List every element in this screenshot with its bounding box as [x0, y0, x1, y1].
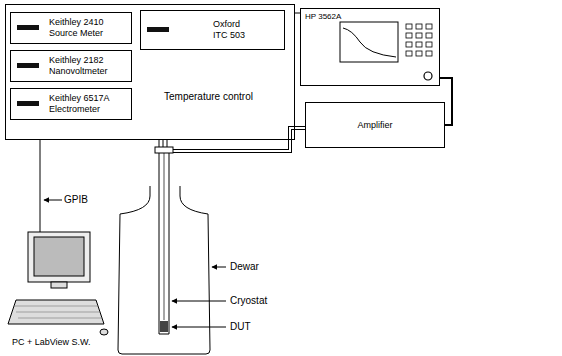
instrument-name: Keithley 2182 Nanovoltmeter [49, 55, 115, 77]
cryostat-cap [155, 147, 173, 153]
display-slot [17, 101, 39, 106]
cryostat-rod [164, 153, 165, 320]
part-label: DUT [230, 321, 251, 332]
cryostat-tube [159, 153, 169, 334]
pc-illustration [8, 232, 108, 335]
instrument-box: Keithley 2182 Nanovoltmeter [10, 50, 132, 82]
key-row [16, 312, 100, 313]
amplifier-name: Amplifier [357, 120, 392, 131]
part-label: Cryostat [230, 295, 267, 306]
computer: PC + LabView S.W. [5, 232, 115, 352]
key [416, 51, 422, 56]
instrument-box: Oxford ITC 503 [140, 10, 285, 50]
analyser-screen [340, 22, 398, 62]
part-label: Dewar [230, 261, 259, 272]
instrument-name: Oxford ITC 503 [213, 19, 255, 41]
key [416, 42, 422, 47]
dewar-arrow [212, 267, 226, 268]
instrument-box: Keithley 2410 Source Meter [10, 12, 132, 44]
bus-label: GPIB [64, 194, 88, 205]
key [416, 24, 422, 29]
group-caption: Temperature control [164, 91, 294, 103]
instrument-name: HP 3562A [305, 12, 435, 22]
mouse [100, 329, 108, 335]
instrument-name: Keithley 6517A Electrometer [49, 93, 115, 115]
signal-line [40, 140, 41, 232]
analyser-box: HP 3562A [300, 8, 440, 86]
display-slot [17, 63, 39, 68]
monitor-stand [51, 282, 67, 288]
display-slot [17, 25, 39, 30]
bnc-connector [424, 72, 432, 80]
dut [160, 321, 168, 332]
screen-curve [343, 28, 396, 57]
amplifier-box: Amplifier [305, 102, 445, 148]
keyboard-keys [14, 306, 102, 318]
key [406, 51, 412, 56]
key [406, 24, 412, 29]
computer-caption: PC + LabView S.W. [12, 337, 91, 348]
dut-arrow [172, 327, 226, 328]
keyboard [8, 300, 104, 324]
instrument-box: Keithley 6517A Electrometer [10, 88, 132, 120]
display-slot [147, 27, 169, 32]
key [416, 33, 422, 38]
instrument-name: Keithley 2410 Source Meter [49, 17, 115, 39]
key [426, 42, 432, 47]
cryostat-arrow [172, 301, 226, 302]
key [406, 42, 412, 47]
instrument-rack: Temperature control Keithley 2410 Source … [5, 4, 295, 140]
key [406, 33, 412, 38]
key [426, 51, 432, 56]
monitor-screen [34, 237, 84, 276]
key-row [18, 318, 102, 319]
keypad [406, 24, 432, 56]
analyser-face [340, 22, 432, 80]
gpib-arrow [44, 200, 62, 201]
key [426, 33, 432, 38]
key-row [14, 306, 98, 307]
monitor [28, 232, 90, 282]
key [426, 24, 432, 29]
